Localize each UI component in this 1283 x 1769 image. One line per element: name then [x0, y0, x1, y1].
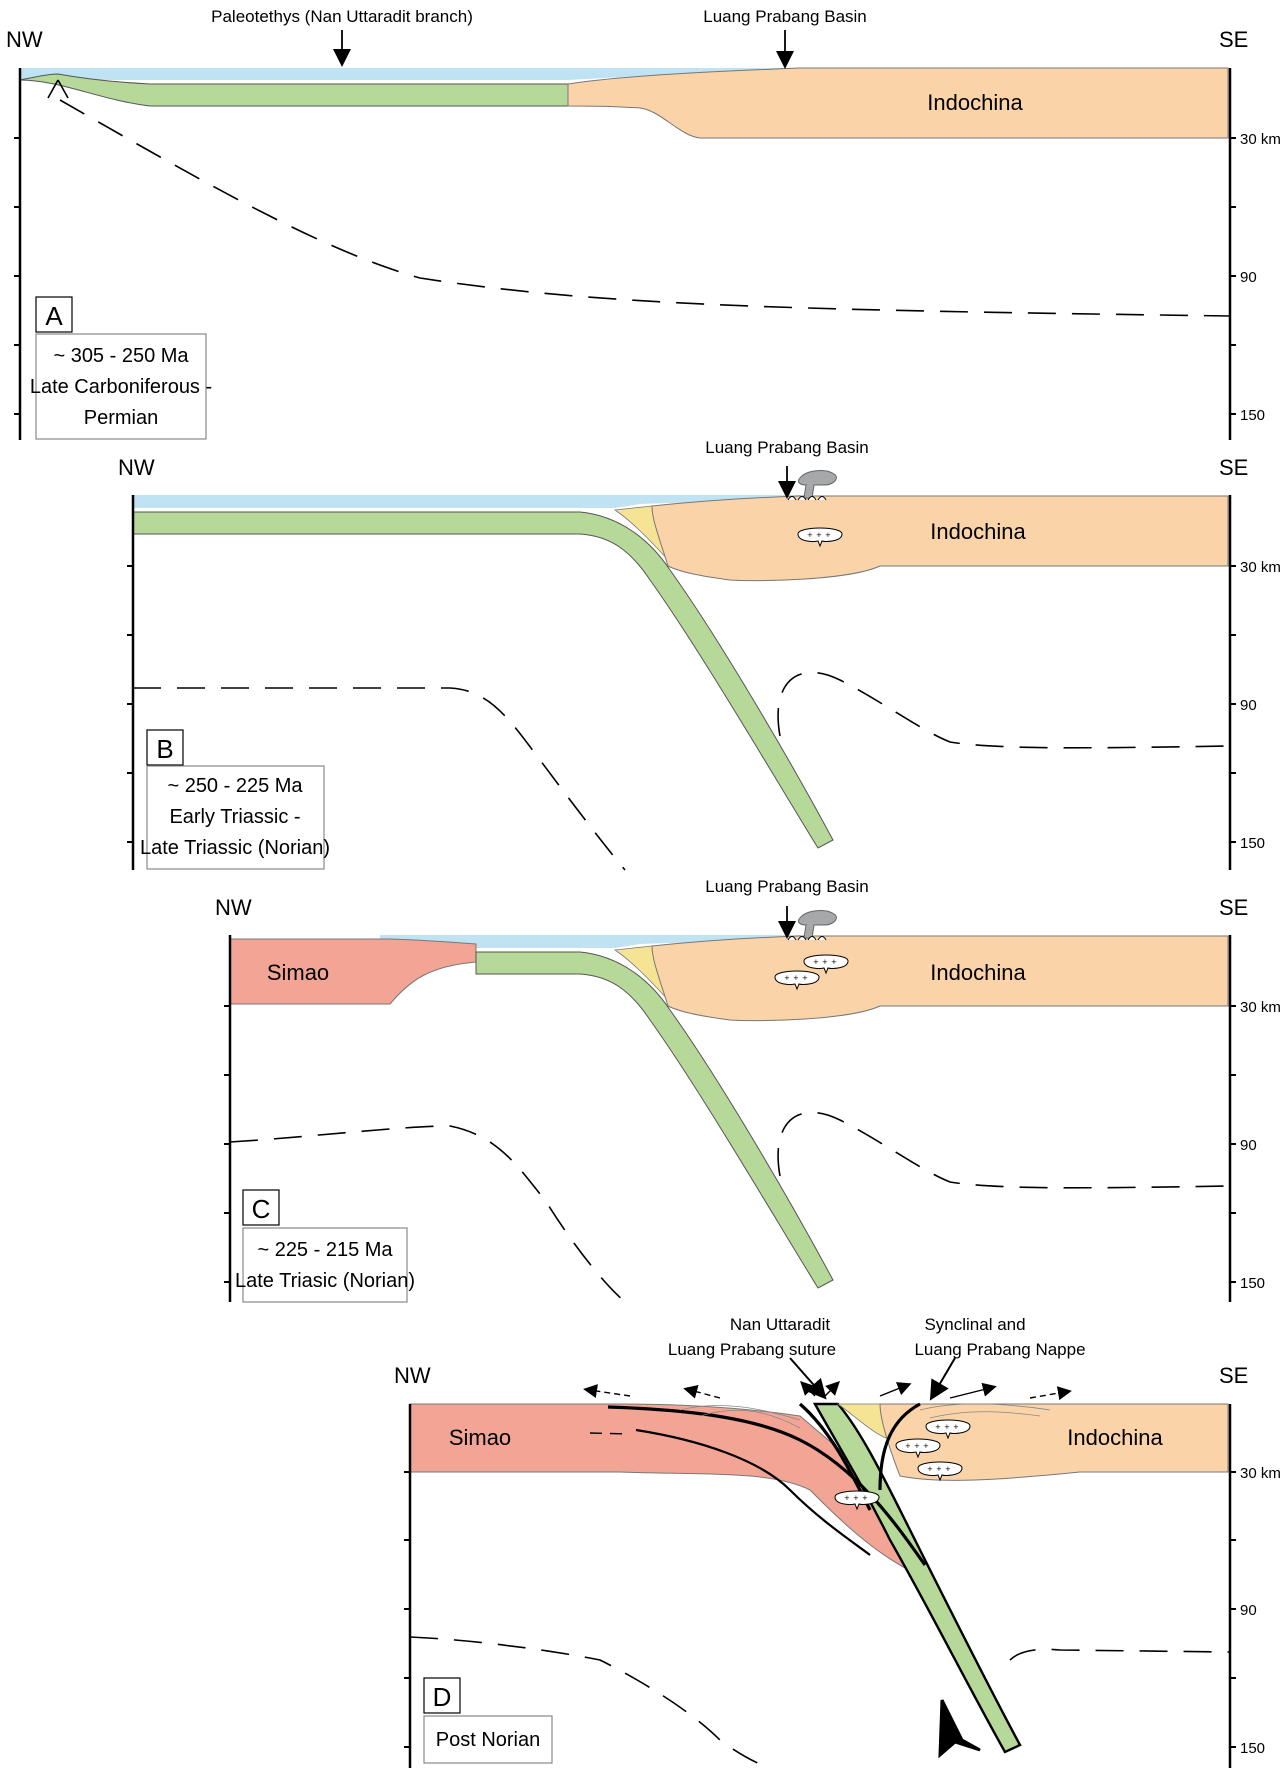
depth-label: 30 km	[1240, 131, 1281, 148]
period-text: Permian	[84, 407, 158, 429]
period-text: Early Triassic -	[169, 806, 300, 828]
depth-label: 30 km	[1240, 559, 1281, 576]
indochina-block	[651, 495, 1229, 582]
depth-label: 30 km	[1240, 1465, 1281, 1482]
age-box	[423, 1715, 553, 1764]
slab-motion-arrow	[938, 1699, 981, 1759]
age-text: ~ 225 - 215 Ma	[257, 1239, 393, 1261]
panel-letter-box	[146, 729, 184, 766]
se-label: SE	[1219, 27, 1248, 52]
nw-label: NW	[215, 895, 252, 920]
indochina-block	[651, 935, 1229, 1022]
se-label: SE	[1219, 895, 1248, 920]
nappe-callout: Luang Prabang Nappe	[914, 1340, 1085, 1359]
panel-letter: A	[45, 301, 63, 331]
callout-arrow	[929, 1357, 956, 1401]
depth-label: 150	[1240, 1275, 1265, 1292]
luang-prabang-callout: Luang Prabang Basin	[703, 7, 867, 26]
oceanic-crust	[19, 73, 571, 107]
indochina-label: Indochina	[930, 519, 1026, 544]
mantle-dashed-line	[47, 79, 1231, 317]
depth-label: 150	[1240, 1740, 1265, 1757]
panel-b: NW SE Luang Prabang Basin Indochina 30 k…	[118, 438, 1281, 871]
ocean-water	[133, 495, 800, 508]
period-text: Late Triasic (Norian)	[235, 1270, 415, 1292]
panel-letter-box	[35, 296, 73, 333]
suture-callout: Nan Uttaradit	[730, 1315, 830, 1334]
depth-label: 30 km	[1240, 999, 1281, 1016]
mantle-dashed-line	[1009, 1648, 1231, 1661]
mantle-dashed-line	[133, 687, 626, 871]
simao-label: Simao	[449, 1425, 511, 1450]
indochina-label: Indochina	[1067, 1425, 1163, 1450]
mantle-dashed-line	[777, 671, 1231, 749]
age-text: ~ 250 - 225 Ma	[167, 775, 303, 797]
panel-letter: B	[156, 734, 173, 764]
ocean-water	[380, 935, 800, 948]
period-text: Late Carboniferous -	[30, 376, 212, 398]
depth-label: 90	[1240, 1137, 1257, 1154]
age-box	[242, 1227, 408, 1303]
panel-c: NW SE Luang Prabang Basin Simao Indochin…	[215, 877, 1281, 1303]
mantle-dashed-line	[229, 1125, 626, 1303]
age-box	[35, 333, 207, 440]
indochina-label: Indochina	[927, 90, 1023, 115]
nw-label: NW	[394, 1363, 431, 1388]
oceanic-crust-slab	[132, 511, 834, 849]
age-text: ~ 305 - 250 Ma	[53, 345, 189, 367]
luang-prabang-callout: Luang Prabang Basin	[705, 877, 869, 896]
panel-letter: C	[252, 1194, 271, 1224]
panel-d: NW SE Nan Uttaradit Luang Prabang suture…	[394, 1315, 1281, 1769]
age-box	[146, 765, 325, 870]
depth-label: 150	[1240, 407, 1265, 424]
oceanic-crust-slab	[475, 951, 834, 1289]
indochina-block	[567, 67, 1229, 139]
mantle-dashed-line	[409, 1636, 771, 1769]
fold-lines	[679, 1403, 1051, 1429]
simao-label: Simao	[267, 960, 329, 985]
depth-label: 90	[1240, 1602, 1257, 1619]
suture-callout: Luang Prabang suture	[668, 1340, 836, 1359]
ocean-water	[20, 68, 800, 80]
panel-letter-box	[423, 1677, 461, 1714]
period-text: Post Norian	[436, 1729, 541, 1751]
depth-label: 150	[1240, 835, 1265, 852]
nappe-callout: Synclinal and	[924, 1315, 1025, 1334]
nw-label: NW	[6, 27, 43, 52]
paleotethys-callout: Paleotethys (Nan Uttaradit branch)	[211, 7, 473, 26]
panel-letter-box	[242, 1189, 280, 1226]
luang-prabang-callout: Luang Prabang Basin	[705, 438, 869, 457]
panel-letter: D	[433, 1682, 452, 1712]
period-text: Late Triassic (Norian)	[140, 837, 330, 859]
indochina-label: Indochina	[930, 960, 1026, 985]
callout-arrow	[789, 1357, 827, 1400]
depth-label: 90	[1240, 697, 1257, 714]
mantle-dashed-line	[777, 1111, 1231, 1189]
depth-label: 90	[1240, 269, 1257, 286]
nw-label: NW	[118, 455, 155, 480]
se-label: SE	[1219, 455, 1248, 480]
se-label: SE	[1219, 1363, 1248, 1388]
panel-a: NW SE Paleotethys (Nan Uttaradit branch)…	[6, 7, 1281, 440]
